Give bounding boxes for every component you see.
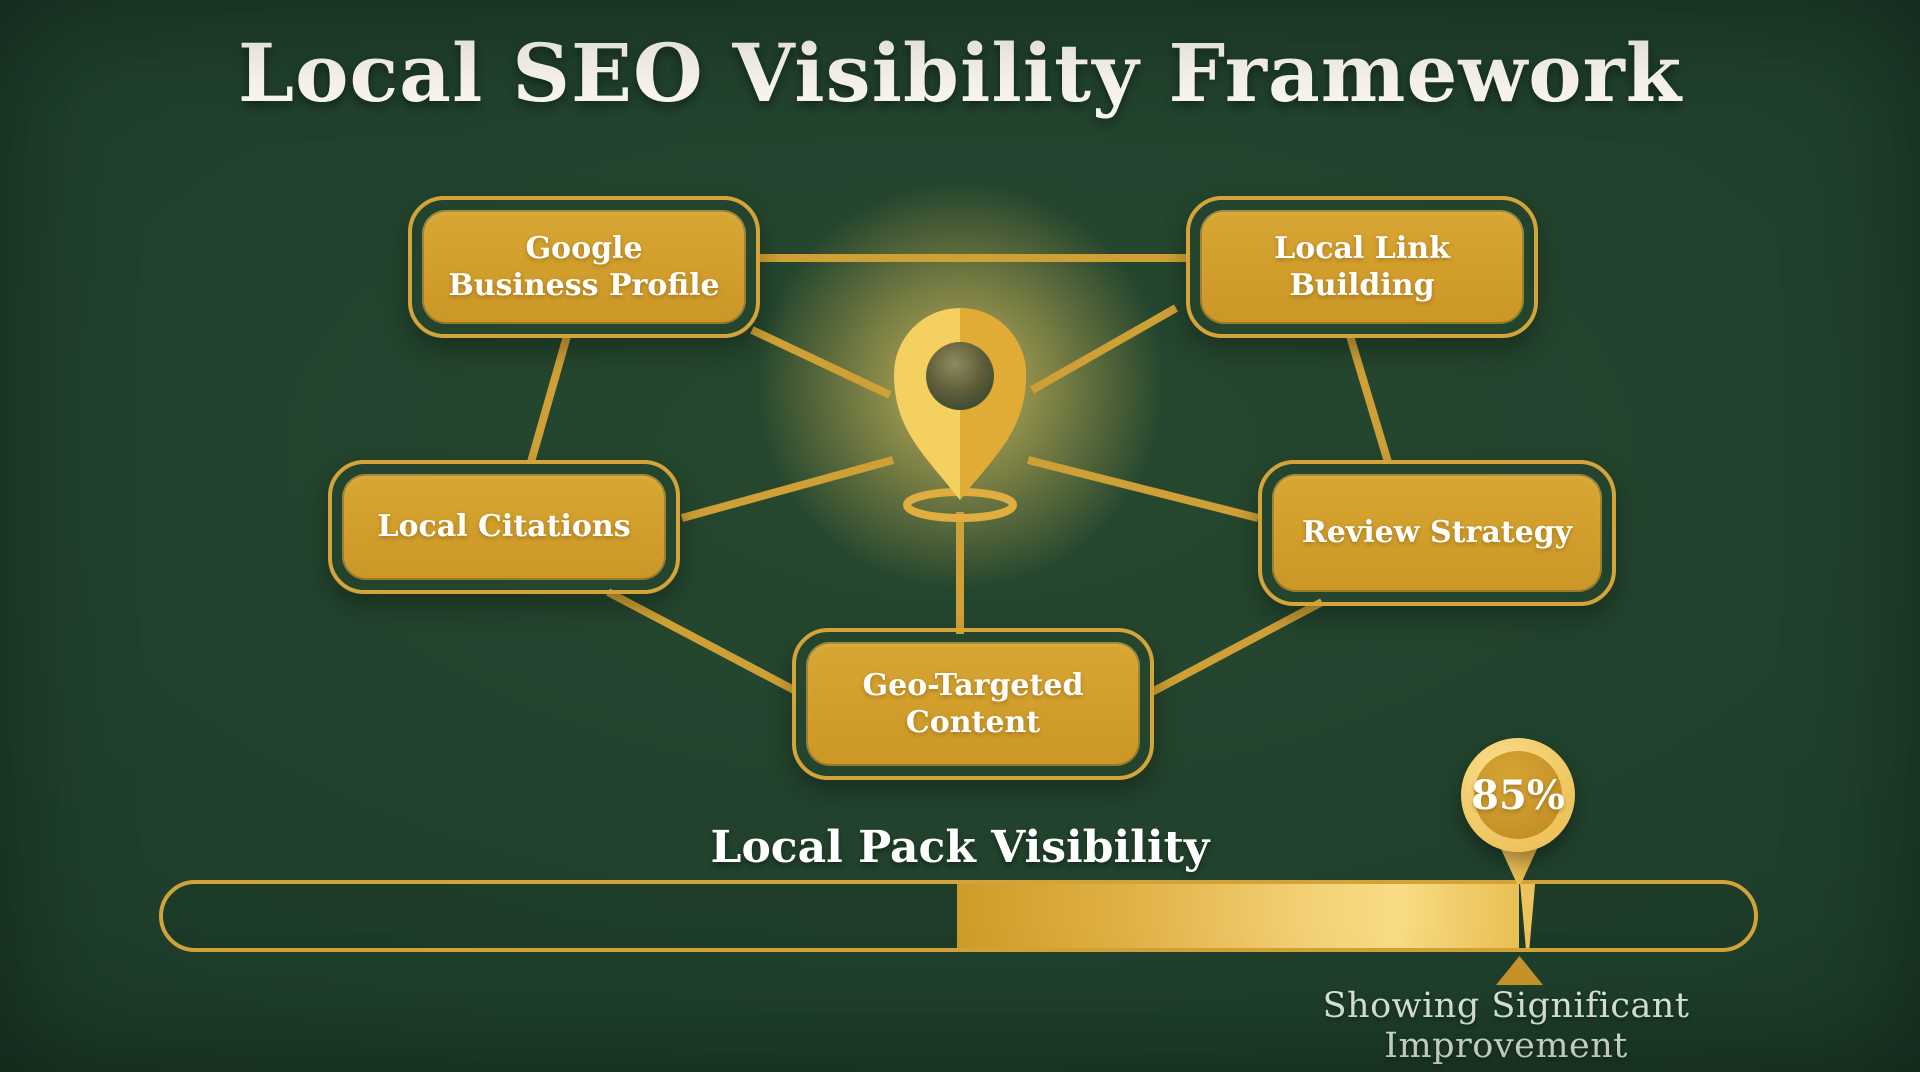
- connector-llb-review: [1346, 334, 1392, 464]
- marker-tail-through-bar: [1520, 884, 1536, 948]
- node-label: Google Business Profile: [448, 230, 720, 304]
- connector-lines: [527, 254, 1392, 696]
- node-box: Geo-Targeted Content: [806, 642, 1140, 766]
- percent-marker: 85%: [1461, 738, 1575, 852]
- node-label: Local Link Building: [1274, 230, 1450, 304]
- percent-balloon: 85%: [1461, 738, 1575, 852]
- node-label: Local Citations: [377, 509, 631, 545]
- node-local-citations: Local Citations: [328, 460, 680, 594]
- connector-review-geo: [1150, 598, 1324, 696]
- connector-citations-geo: [606, 588, 796, 694]
- node-label: Review Strategy: [1301, 515, 1573, 551]
- node-review-strategy: Review Strategy: [1258, 460, 1616, 606]
- node-geo-targeted-content: Geo-Targeted Content: [792, 628, 1154, 780]
- location-pin-icon: [894, 308, 1026, 500]
- connector-gbp-pin: [750, 326, 892, 399]
- pin-hole: [926, 342, 994, 410]
- node-google-business-profile: Google Business Profile: [408, 196, 760, 338]
- connector-review-pin: [1027, 456, 1259, 522]
- node-box: Google Business Profile: [422, 210, 746, 324]
- connector-llb-pin: [1030, 304, 1178, 394]
- node-label: Geo-Targeted Content: [862, 667, 1084, 741]
- node-box: Local Citations: [342, 474, 666, 580]
- connector-gbp-citations: [527, 334, 571, 464]
- percent-value: 85%: [1471, 751, 1565, 839]
- progress-bar-fill: [956, 884, 1519, 948]
- node-box: Review Strategy: [1272, 474, 1602, 592]
- node-local-link-building: Local Link Building: [1186, 196, 1538, 338]
- progress-bar: [159, 880, 1758, 952]
- improvement-caption: Showing Significant Improvement: [1322, 986, 1690, 1066]
- progress-bar-label: Local Pack Visibility: [710, 822, 1210, 873]
- node-box: Local Link Building: [1200, 210, 1524, 324]
- connector-citations-pin: [680, 456, 895, 522]
